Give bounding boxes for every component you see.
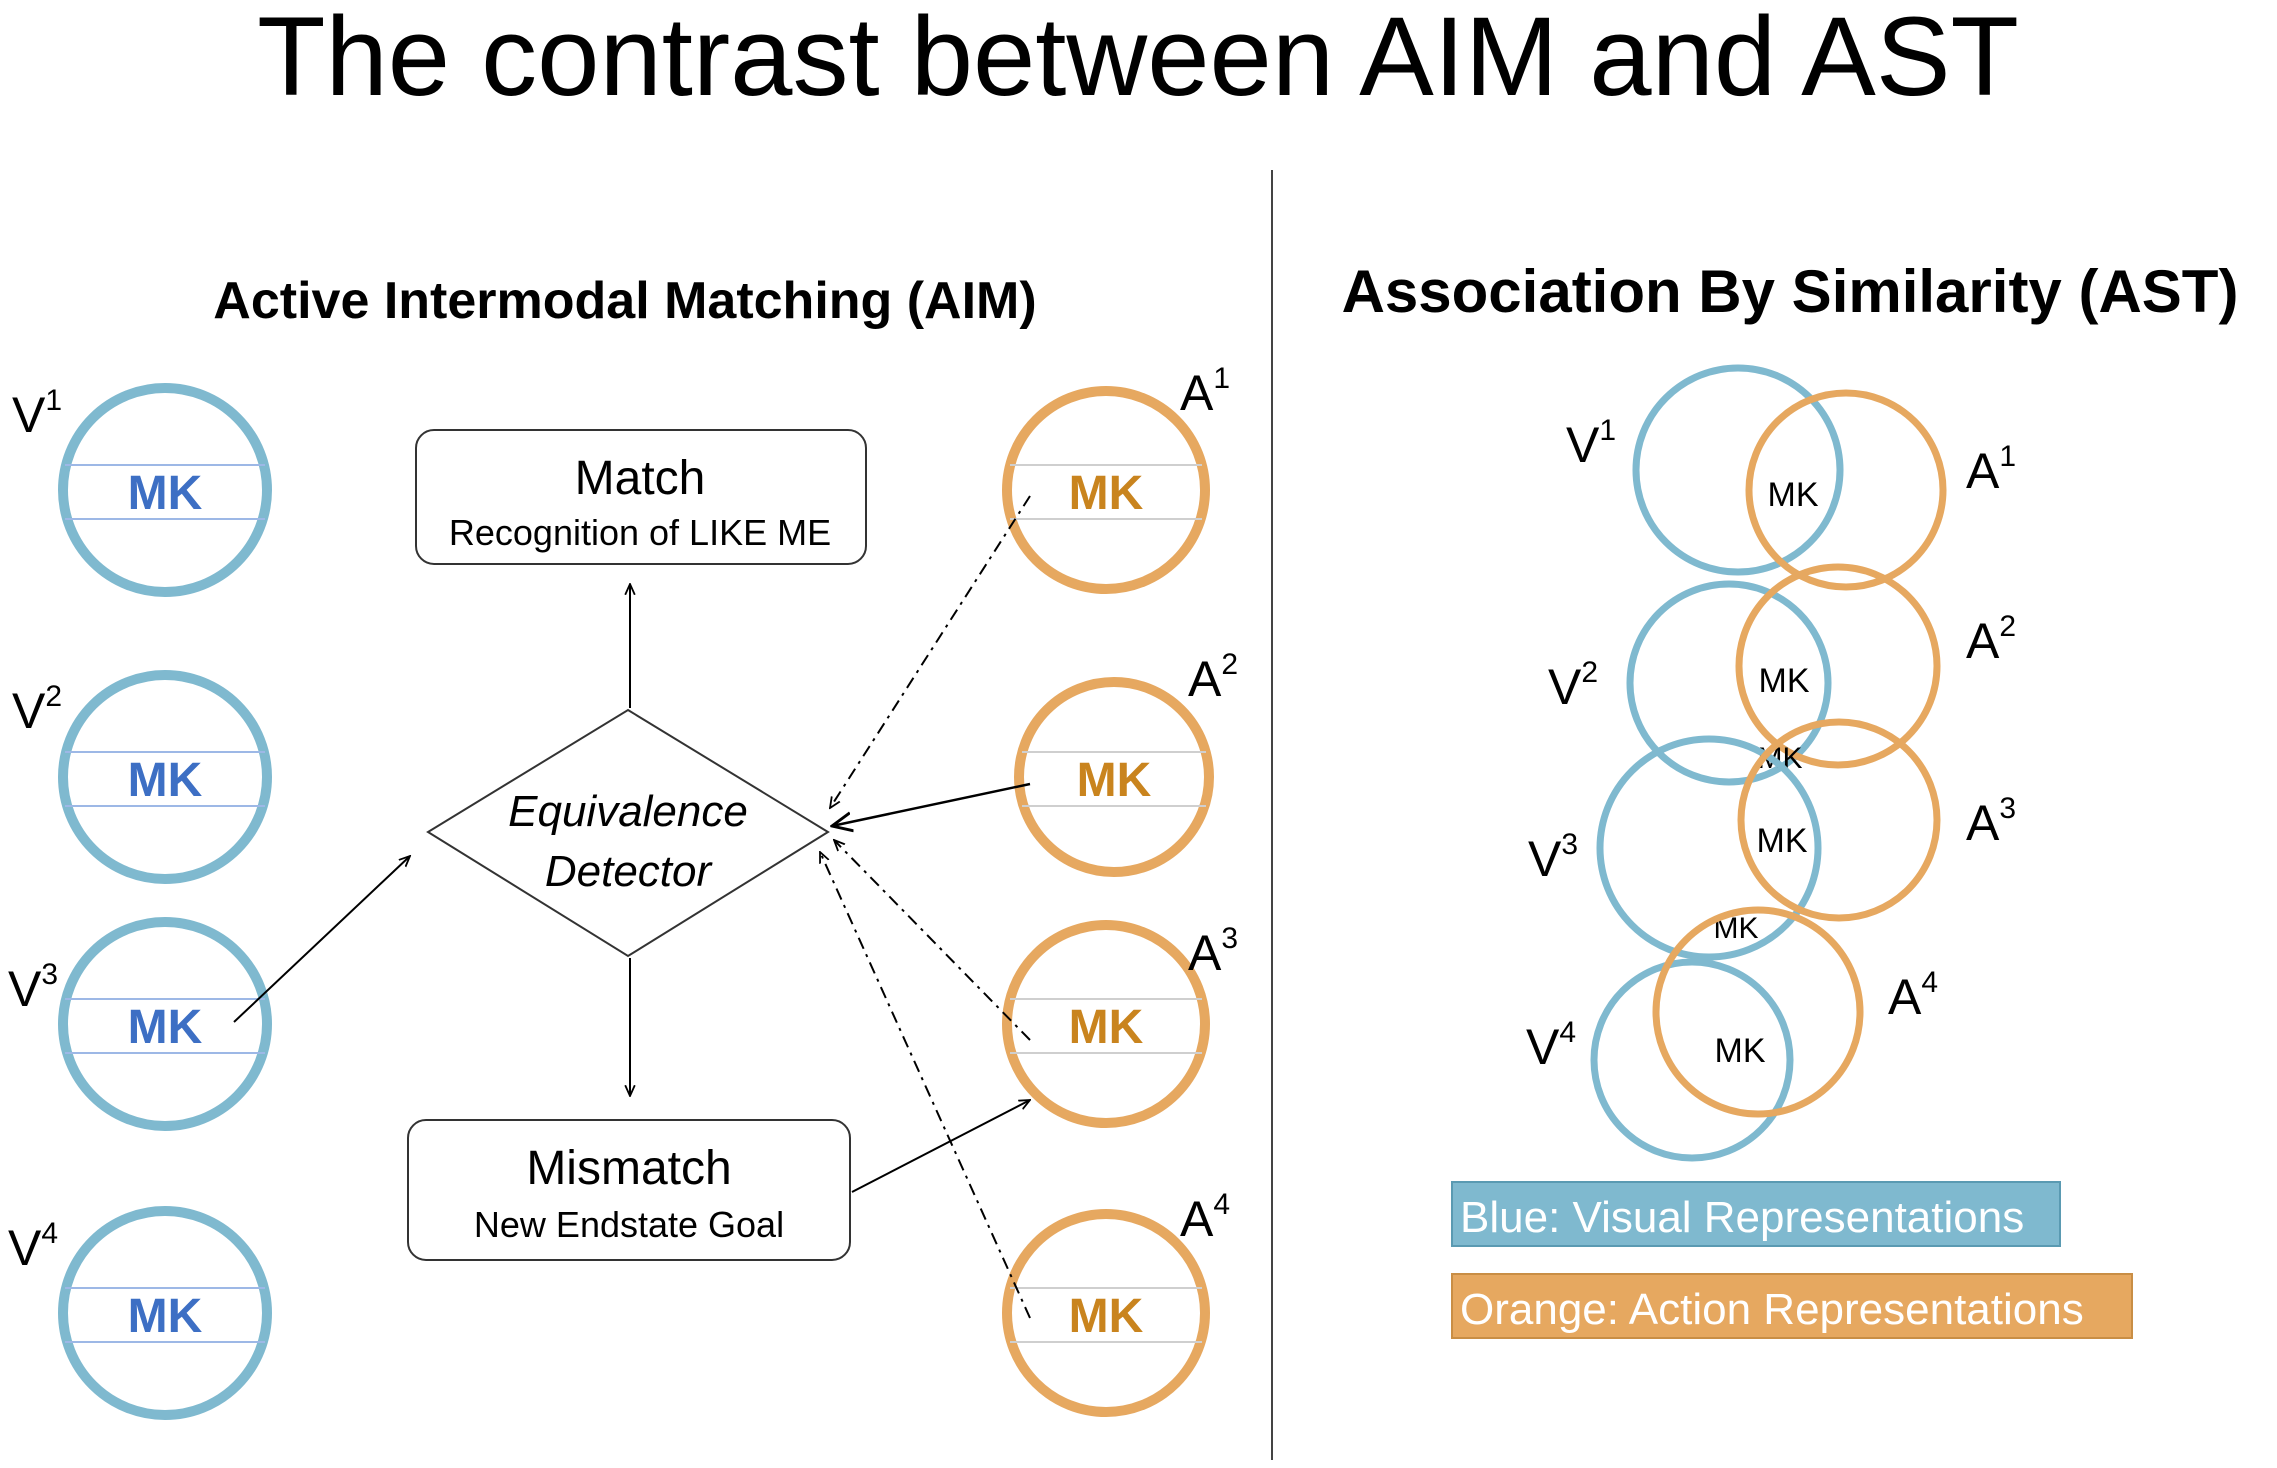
mk-label: MK [128,754,203,807]
legend-blue: Blue: Visual Representations [1451,1181,2061,1247]
detector-line1: Equivalence [508,787,748,836]
aim-a4-label: A4 [1180,1188,1230,1247]
aim-visual-circle-1: MK [58,383,272,597]
page-title: The contrast between AIM and AST [257,0,2019,119]
aim-v1-label: V1 [12,384,62,443]
legend-blue-text: Blue: Visual Representations [1460,1193,2024,1242]
mk-label: MK [128,1290,203,1343]
mismatch-subtitle: New Endstate Goal [474,1204,784,1245]
mismatch-title: Mismatch [526,1142,731,1195]
aim-action-circle-1: MK [1002,386,1210,594]
legend-orange: Orange: Action Representations [1451,1273,2133,1339]
mk-label: MK [1757,822,1808,860]
arrow-a3-to-detector-dashed [834,840,1031,1041]
aim-v4-label: V4 [8,1217,58,1276]
ast-a3-label: A3 [1966,792,2016,851]
ast-v2-label: V2 [1548,656,1598,715]
aim-visual-circle-3: MK [58,917,272,1131]
ast-pair-4: MK [1590,906,1864,1162]
legend-orange-text: Orange: Action Representations [1460,1285,2084,1334]
ast-a2-label: A2 [1966,610,2016,669]
arrow-a4-to-detector-dashed [819,852,1031,1319]
aim-action-circle-4: MK [1002,1209,1210,1417]
aim-visual-circle-4: MK [58,1206,272,1420]
aim-visual-circle-2: MK [58,670,272,884]
ast-v1-label: V1 [1566,414,1616,473]
match-title: Match [575,452,706,505]
aim-a3-label: A3 [1188,922,1238,981]
aim-v2-label: V2 [12,680,62,739]
ast-v3-label: V3 [1528,828,1578,887]
equivalence-detector: Equivalence Detector [426,708,830,958]
mk-label: MK [1715,1032,1766,1070]
match-subtitle: Recognition of LIKE ME [449,512,831,553]
aim-a2-label: A2 [1188,648,1238,707]
arrow-a1-to-detector-dashed [830,495,1031,808]
aim-v3-label: V3 [8,958,58,1017]
mk-label: MK [1759,662,1810,700]
mk-label: MK [1077,754,1152,807]
detector-line2: Detector [545,847,714,896]
mk-label: MK [128,467,203,520]
aim-heading: Active Intermodal Matching (AIM) [213,272,1036,330]
ast-a4-label: A4 [1888,966,1938,1025]
ast-a1-label: A1 [1966,440,2016,499]
aim-action-circle-3: MK [1002,920,1210,1128]
mk-label: MK [1768,476,1819,514]
aim-a1-label: A1 [1180,362,1230,421]
ast-pair-2: MK [1626,563,1941,786]
ast-pair-3: MK [1596,718,1941,961]
arrow-v3-to-detector [233,856,410,1023]
match-box: Match Recognition of LIKE ME [415,429,867,565]
mk-label: MK [1069,1290,1144,1343]
mismatch-box: Mismatch New Endstate Goal [407,1119,851,1261]
aim-action-circle-2: MK [1014,677,1214,877]
mk-label: MK [1069,1001,1144,1054]
mk-label: MK [1069,467,1144,520]
ast-heading: Association By Similarity (AST) [1342,258,2239,325]
ast-v4-label: V4 [1526,1016,1576,1075]
arrow-a2-to-detector [832,782,1031,826]
arrow-mismatch-to-a4 [851,1100,1030,1193]
ast-pair-1: MK [1632,364,1947,591]
mk-label: MK [128,1001,203,1054]
